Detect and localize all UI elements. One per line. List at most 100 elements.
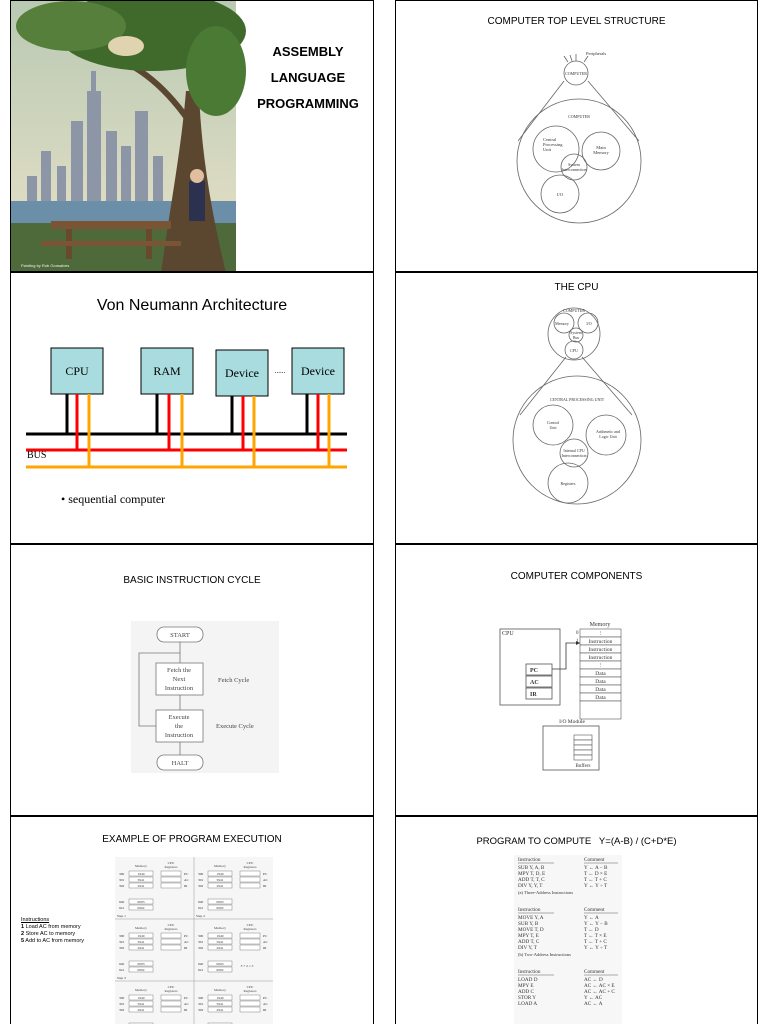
memory-address: 301 bbox=[119, 1002, 125, 1006]
cpu-label-2: Processing bbox=[543, 142, 563, 147]
table-cell-comment: Y ← Y ÷ T bbox=[584, 883, 608, 889]
data-word: 0003 bbox=[217, 962, 224, 966]
ir-label: IR bbox=[530, 692, 537, 698]
cpu-register-cell bbox=[160, 882, 182, 889]
memory-address: 301 bbox=[198, 940, 204, 944]
memory-word: 1940 bbox=[138, 872, 145, 876]
slide-title-block: ASSEMBLY LANGUAGE PROGRAMMING bbox=[241, 39, 373, 117]
memory-address: 302 bbox=[198, 884, 204, 888]
buffers-stack bbox=[573, 734, 593, 761]
memory-address: 302 bbox=[119, 884, 125, 888]
cpu-label: CPU bbox=[502, 631, 514, 637]
cpu-register-name: IR bbox=[263, 946, 267, 950]
memory-address: 300 bbox=[198, 934, 204, 938]
table-cell-instruction: LOAD A bbox=[518, 1001, 537, 1007]
fetch-label-3: Instruction bbox=[165, 685, 194, 692]
table-cell-instruction: ADD T, C bbox=[518, 939, 540, 945]
slide-title: COMPUTER COMPONENTS bbox=[510, 571, 643, 582]
cpu-register-name: AC bbox=[184, 878, 190, 882]
computer-big-label: COMPUTER bbox=[568, 114, 590, 119]
data-cell bbox=[207, 960, 233, 967]
data-word: 0002 bbox=[217, 968, 224, 972]
table-head-comment: Comment bbox=[584, 857, 605, 863]
table-cell-instruction: ADD T, T, C bbox=[518, 877, 545, 883]
data-address: 940 bbox=[119, 962, 125, 966]
memory-rows: ⋮InstructionInstructionInstruction⋮DataD… bbox=[579, 628, 622, 720]
slide-program-compute: PROGRAM TO COMPUTE Y=(A-B) / (C+D*E) Ins… bbox=[395, 816, 758, 1024]
control-unit-label-2: Unit bbox=[549, 425, 557, 430]
instruction-2-num: 2 bbox=[21, 931, 25, 937]
memory-cell bbox=[207, 994, 233, 1001]
interconnect-label-1: System bbox=[568, 162, 581, 167]
table-cell-comment: Y ← A bbox=[584, 915, 599, 921]
system-bus-label-2: Bus bbox=[573, 335, 580, 340]
painting-city-tree: Painting by Rob Gonsalves bbox=[11, 1, 246, 271]
instruction-5: 5 Add to AC from memory bbox=[21, 938, 84, 945]
instruction-1: 1 Load AC from memory bbox=[21, 924, 84, 931]
cpu-register-name: AC bbox=[263, 940, 269, 944]
table-cell-comment: Y ← Y − B bbox=[584, 921, 608, 927]
cpu-register-name: PC bbox=[184, 872, 189, 876]
address-1: 1 bbox=[576, 639, 579, 644]
io-module-label: I/O Module bbox=[559, 719, 585, 725]
cpu-register-cell bbox=[239, 932, 261, 939]
memory-word: 5941 bbox=[138, 1002, 145, 1006]
cpu-register-cell bbox=[160, 876, 182, 883]
data-word: 0003 bbox=[138, 962, 145, 966]
data-cell bbox=[207, 904, 233, 911]
memory-address: 302 bbox=[119, 1008, 125, 1012]
cpu-registers-heading-2: Registers bbox=[164, 865, 178, 869]
device-box-2 bbox=[291, 347, 345, 395]
memory-word: 2941 bbox=[138, 946, 145, 950]
control-unit-label-1: Control bbox=[547, 420, 560, 425]
table-cell-instruction: MPY T, E bbox=[518, 933, 539, 939]
cpu-small-circle bbox=[564, 340, 584, 360]
memory-word: 1940 bbox=[138, 996, 145, 1000]
memory-word: 2941 bbox=[217, 884, 224, 888]
table-cell-comment: AC ← D bbox=[584, 977, 603, 983]
cpu-register-name: IR bbox=[263, 884, 267, 888]
pc-register bbox=[525, 663, 553, 676]
table-cell-instruction: DIV Y, Y, T bbox=[518, 883, 543, 889]
table-cell-instruction: MPY E bbox=[518, 983, 534, 989]
computer-big-circle bbox=[516, 98, 642, 224]
memory-row-text: Data bbox=[595, 671, 606, 677]
cpu-big-circle bbox=[512, 375, 642, 505]
memory-word: 1940 bbox=[217, 872, 224, 876]
memory-cell bbox=[128, 870, 154, 877]
memory-cell bbox=[207, 944, 233, 951]
computer-label: COMPUTER bbox=[563, 308, 585, 313]
computer-small-label: COMPUTER bbox=[565, 71, 587, 76]
cpu-register-cell bbox=[239, 870, 261, 877]
slide-assembly-language: Painting by Rob Gonsalves ASSEMBLY LANGU… bbox=[10, 0, 374, 272]
cpu-register-name: PC bbox=[263, 934, 268, 938]
cpu-registers-heading-2: Registers bbox=[164, 989, 178, 993]
cpu-register-name: IR bbox=[184, 946, 188, 950]
cpu-register-cell bbox=[160, 938, 182, 945]
cpu-register-cell bbox=[239, 1006, 261, 1013]
title-line-2: LANGUAGE bbox=[270, 70, 346, 85]
memory-cell bbox=[128, 876, 154, 883]
cpu-register-name: AC bbox=[184, 940, 190, 944]
data-word: 0002 bbox=[138, 906, 145, 910]
title-line-1: ASSEMBLY bbox=[272, 44, 344, 59]
ram-box bbox=[140, 347, 194, 395]
table-cell-comment: T ← T + C bbox=[584, 877, 607, 883]
table-cell-comment: AC ← AC × E bbox=[584, 983, 615, 989]
table-cell-comment: T ← T + C bbox=[584, 939, 607, 945]
cpu-label-3: Unit bbox=[543, 147, 552, 152]
memory-address: 300 bbox=[198, 872, 204, 876]
memory-word: 1940 bbox=[217, 996, 224, 1000]
cpu-register-name: IR bbox=[184, 1008, 188, 1012]
memory-label-1: Main bbox=[596, 145, 606, 150]
cpu-label-1: Central bbox=[543, 137, 557, 142]
slide-von-neumann: Von Neumann Architecture CPU RAM Device … bbox=[10, 272, 374, 544]
cpu-register-name: PC bbox=[263, 872, 268, 876]
memory-label-2: Memory bbox=[593, 150, 609, 155]
internal-label-1: Internal CPU bbox=[563, 448, 584, 453]
memory-tail bbox=[579, 700, 622, 720]
caption-two-address: (b) Two-Address Instructions bbox=[518, 952, 571, 957]
table-cell-comment: Y ← AC bbox=[584, 995, 603, 1001]
data-address: 941 bbox=[198, 968, 204, 972]
